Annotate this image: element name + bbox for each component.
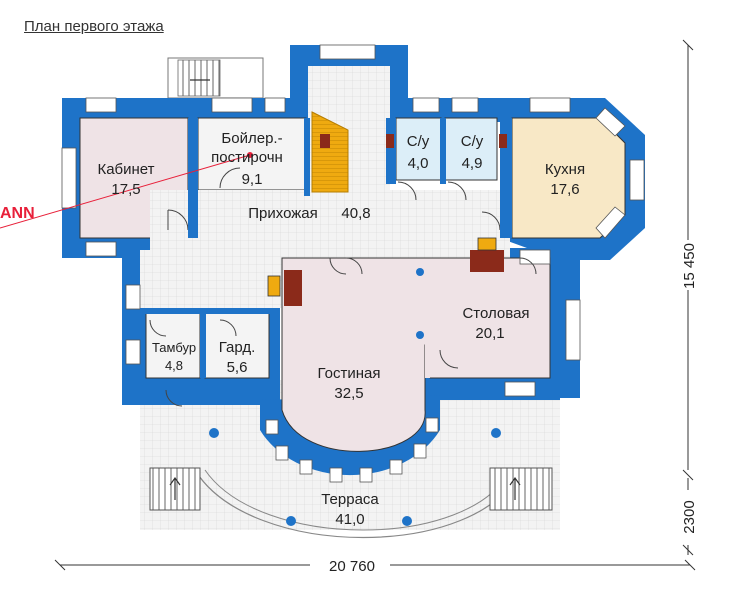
column-dot	[491, 428, 501, 438]
dimension-lines	[54, 39, 696, 571]
label-gostinaya-name: Гостиная	[318, 365, 381, 382]
rear-entrance	[167, 57, 264, 99]
label-terrasa-area: 41,0	[335, 511, 364, 528]
room-stolovaya	[425, 258, 550, 378]
staircase	[311, 111, 349, 193]
label-stolovaya-name: Столовая	[462, 305, 529, 322]
bay-windows	[265, 417, 439, 483]
label-su1-area: 4,0	[408, 155, 429, 172]
inner-walls	[140, 118, 512, 378]
dimension-depth: 15 450	[681, 243, 698, 289]
room-gard	[204, 312, 270, 379]
label-kabinet-area: 17,5	[111, 181, 140, 198]
label-terrasa-name: Терраса	[321, 491, 379, 508]
column-dot	[416, 268, 424, 276]
watermark-dot	[247, 152, 253, 158]
label-kuhnya-area: 17,6	[550, 181, 579, 198]
room-su-1	[395, 117, 442, 181]
column-dot	[416, 331, 424, 339]
doors	[149, 167, 537, 407]
label-kabinet-name: Кабинет	[97, 161, 154, 178]
watermark-line	[0, 154, 251, 229]
label-boiler-name2: постирочн	[211, 149, 283, 166]
label-gard-area: 5,6	[227, 359, 248, 376]
fireplaces	[267, 134, 507, 306]
windows	[61, 44, 645, 397]
label-kuhnya-name: Кухня	[545, 161, 585, 178]
label-gostinaya-area: 32,5	[334, 385, 363, 402]
label-gard-name: Гард.	[219, 339, 256, 356]
label-tambur-area: 4,8	[165, 358, 183, 373]
label-tambur-name: Тамбур	[152, 340, 196, 355]
label-prihozhaya-area: 40,8	[341, 205, 370, 222]
room-prihozhaya	[150, 190, 510, 245]
label-su1-name: С/у	[407, 133, 430, 150]
steps-right	[489, 467, 553, 511]
label-boiler-area: 9,1	[242, 171, 263, 188]
label-boiler-name1: Бойлер.-	[221, 130, 282, 147]
column-dot	[286, 516, 296, 526]
watermark-text: ANN	[0, 205, 35, 222]
label-stolovaya-area: 20,1	[475, 325, 504, 342]
dimension-terrace-depth: 2300	[681, 500, 698, 533]
label-su2-area: 4,9	[462, 155, 483, 172]
dimension-width: 20 760	[329, 558, 375, 575]
plan-title: План первого этажа	[24, 18, 164, 35]
label-prihozhaya-name: Прихожая	[248, 205, 318, 222]
label-su2-name: С/у	[461, 133, 484, 150]
room-su-2	[444, 117, 498, 181]
column-dot	[402, 516, 412, 526]
column-dot	[209, 428, 219, 438]
